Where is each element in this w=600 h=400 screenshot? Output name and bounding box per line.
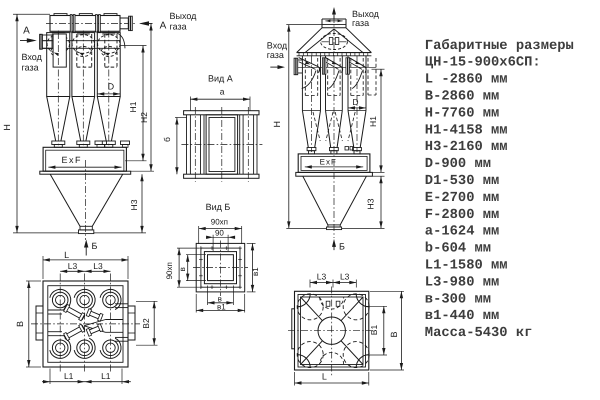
svg-text:Н3: Н3 <box>366 198 376 209</box>
svg-text:b-604 мм: b-604 мм <box>425 242 491 257</box>
svg-text:Н3-2160 мм: Н3-2160 мм <box>425 140 508 155</box>
svg-text:Габаритные размеры: Габаритные размеры <box>425 38 574 54</box>
svg-text:90хп: 90хп <box>211 218 228 227</box>
svg-text:Вход: Вход <box>22 52 43 62</box>
svg-text:L: L <box>322 371 327 381</box>
svg-text:А: А <box>160 20 167 31</box>
svg-text:D: D <box>352 97 358 107</box>
svg-text:газа: газа <box>267 50 284 60</box>
svg-text:L3: L3 <box>68 261 78 271</box>
svg-text:Вид А: Вид А <box>208 74 233 84</box>
svg-text:F-2800 мм: F-2800 мм <box>425 208 500 223</box>
svg-text:Вход: Вход <box>267 40 288 50</box>
svg-text:а-1624 мм: а-1624 мм <box>425 225 500 240</box>
svg-text:Н2: Н2 <box>139 112 149 123</box>
svg-text:Вид Б: Вид Б <box>206 202 231 212</box>
svg-text:а: а <box>220 87 225 97</box>
svg-text:Выход: Выход <box>352 9 380 19</box>
svg-text:90: 90 <box>215 229 224 238</box>
svg-text:В: В <box>389 331 399 337</box>
svg-text:D: D <box>108 82 115 92</box>
svg-text:ЕхF: ЕхF <box>320 158 337 167</box>
svg-text:в: в <box>178 267 187 271</box>
svg-text:L1: L1 <box>101 371 111 381</box>
svg-text:В: В <box>15 321 25 327</box>
svg-text:Н1: Н1 <box>128 101 138 112</box>
svg-text:газа: газа <box>22 63 39 73</box>
svg-text:90хп: 90хп <box>165 262 174 279</box>
svg-text:Н3: Н3 <box>129 199 139 210</box>
svg-text:Н1-4158 мм: Н1-4158 мм <box>425 123 508 138</box>
svg-text:L -2860 мм: L -2860 мм <box>425 73 508 88</box>
svg-text:Н1: Н1 <box>368 116 378 127</box>
svg-text:L3: L3 <box>340 272 350 282</box>
svg-text:б: б <box>162 137 172 142</box>
svg-text:в1: в1 <box>217 302 226 311</box>
svg-text:Н: Н <box>2 124 12 130</box>
svg-text:L3: L3 <box>93 261 103 271</box>
svg-text:в-300 мм: в-300 мм <box>425 292 491 307</box>
svg-text:Н: Н <box>272 121 282 128</box>
svg-text:Б: Б <box>92 241 98 251</box>
svg-text:в1: в1 <box>251 267 260 276</box>
svg-text:А: А <box>23 26 30 37</box>
svg-text:в: в <box>218 294 222 303</box>
svg-text:ЦН-15-900х6СП:: ЦН-15-900х6СП: <box>425 56 541 71</box>
svg-text:L1: L1 <box>64 371 74 381</box>
svg-text:L3: L3 <box>317 272 327 282</box>
svg-text:L3-980 мм: L3-980 мм <box>425 275 500 290</box>
svg-text:В1: В1 <box>369 325 379 336</box>
svg-text:В-2860 мм: В-2860 мм <box>425 90 500 105</box>
svg-text:В2: В2 <box>141 318 151 329</box>
svg-text:газа: газа <box>170 21 187 31</box>
svg-text:Масса-5430 кг: Масса-5430 кг <box>425 326 533 341</box>
svg-text:Е-2700 мм: Е-2700 мм <box>425 191 500 206</box>
svg-text:Б: Б <box>339 241 345 251</box>
svg-text:ЕхF: ЕхF <box>62 155 83 165</box>
svg-text:в1-440 мм: в1-440 мм <box>425 309 500 324</box>
svg-text:D1-530 мм: D1-530 мм <box>425 174 500 189</box>
svg-text:L1-1580 мм: L1-1580 мм <box>425 259 508 274</box>
svg-text:L: L <box>64 250 69 260</box>
svg-text:D-900 мм: D-900 мм <box>425 157 491 172</box>
svg-text:газа: газа <box>352 18 369 28</box>
svg-text:Н-7760 мм: Н-7760 мм <box>425 106 500 121</box>
svg-text:Выход: Выход <box>170 11 198 21</box>
